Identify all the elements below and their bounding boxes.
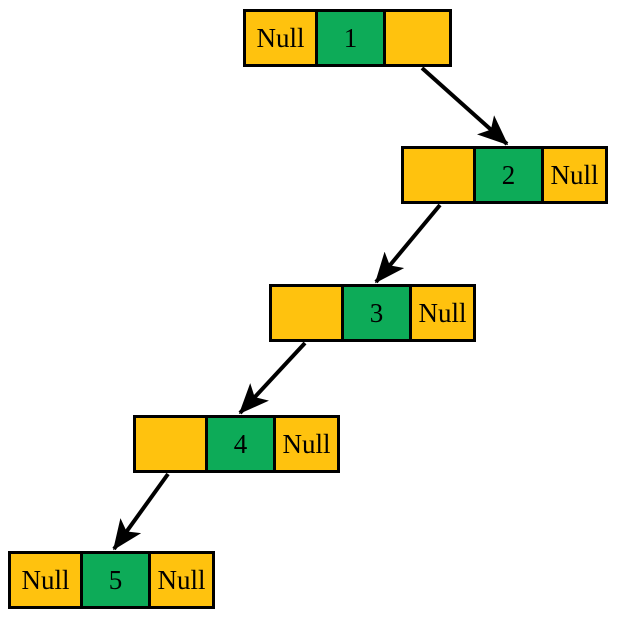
arrow-2-to-3-icon <box>374 203 442 284</box>
node-cell-prev-pointer <box>136 418 205 470</box>
arrow-1-to-2-icon <box>420 66 509 146</box>
node-cell-prev-pointer <box>404 149 473 201</box>
node-cell-data: 4 <box>205 418 273 470</box>
node-cell-prev-pointer: Null <box>11 554 80 606</box>
node-cell-prev-pointer <box>272 287 341 339</box>
node-cell-data: 5 <box>80 554 148 606</box>
arrow-4-to-5-icon <box>112 472 170 551</box>
node-cell-next-pointer: Null <box>148 554 212 606</box>
arrow-3-to-4-icon <box>238 341 307 415</box>
node-cell-prev-pointer: Null <box>246 12 315 64</box>
node-cell-data: 3 <box>341 287 409 339</box>
node-cell-next-pointer: Null <box>541 149 605 201</box>
node-cell-next-pointer <box>383 12 449 64</box>
node-cell-next-pointer: Null <box>409 287 473 339</box>
node-cell-data: 2 <box>473 149 541 201</box>
node-cell-data: 1 <box>315 12 383 64</box>
node-cell-next-pointer: Null <box>273 418 337 470</box>
